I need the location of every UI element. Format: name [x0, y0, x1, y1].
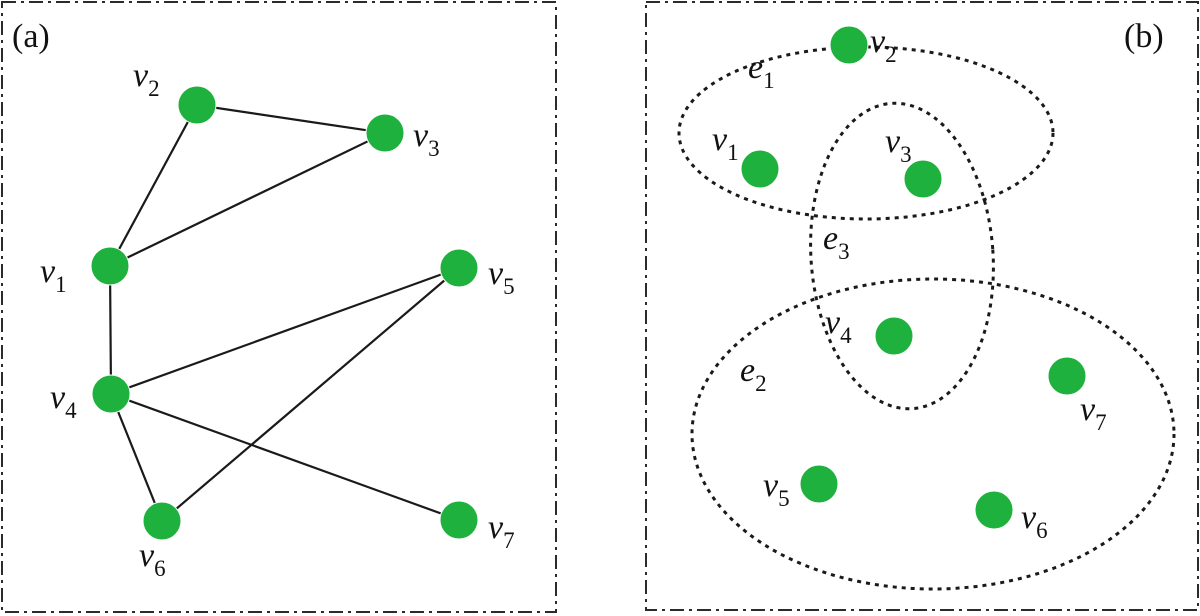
- vertex-v3-a: [365, 113, 405, 153]
- panel-a-tag: (a): [12, 18, 50, 55]
- vertex-v7-b: [1047, 356, 1087, 396]
- vertex-v4-b: [874, 316, 914, 356]
- vertex-label-v7-a: v7: [488, 509, 515, 553]
- panel-a-edges: [108, 103, 460, 522]
- vertex-label-v4-a: v4: [50, 379, 77, 423]
- panel-b-tag: (b): [1124, 18, 1164, 55]
- vertex-v1-b: [740, 149, 780, 189]
- panel-b-labels: v1 v2 v3 v4 v5 v6 v7 e1 e2 e3: [712, 23, 1107, 543]
- panel-a-labels: v1 v2 v3 v4 v5 v6 v7: [40, 57, 515, 581]
- vertex-label-v1-b: v1: [712, 121, 739, 165]
- hyperedge-label-e1: e1: [748, 49, 775, 93]
- vertex-label-v5-b: v5: [763, 467, 790, 511]
- edge-v2-v3: [196, 103, 386, 135]
- vertex-v7-a: [439, 500, 479, 540]
- edge-v6-v5: [161, 267, 460, 522]
- edge-v4-v6: [109, 393, 164, 522]
- edge-v2-v1: [109, 104, 198, 267]
- hyperedge-label-e2: e2: [740, 352, 767, 396]
- vertex-v5-b: [799, 464, 839, 504]
- panel-b-vertices: [740, 25, 1087, 530]
- vertex-label-v5-a: v5: [488, 255, 515, 299]
- vertex-v6-b: [974, 490, 1014, 530]
- vertex-label-v3-b: v3: [885, 123, 912, 167]
- edge-v1-v3: [109, 132, 386, 267]
- hyperedge-label-e3: e3: [823, 220, 850, 264]
- vertex-v5-a: [439, 248, 479, 288]
- vertex-label-v3-a: v3: [413, 117, 440, 161]
- hyperedge-e3: [809, 101, 995, 411]
- edge-v1-v4: [108, 265, 113, 395]
- vertex-v1-a: [90, 246, 130, 286]
- hyperedge-e1: [677, 45, 1055, 221]
- vertex-label-v6-a: v6: [139, 537, 166, 581]
- vertex-v4-a: [91, 374, 131, 414]
- vertex-v2-a: [177, 85, 217, 125]
- panel-a: (a) v1 v2 v3 v4 v5 v6 v7: [1, 1, 557, 613]
- vertex-label-v6-b: v6: [1021, 499, 1048, 543]
- edge-v4-v7: [110, 392, 460, 522]
- panel-b: (b) v1 v2 v3 v4 v5 v6 v7 e1 e2 e3: [645, 1, 1199, 611]
- vertex-label-v2-a: v2: [133, 57, 160, 101]
- vertex-label-v7-b: v7: [1080, 391, 1107, 435]
- vertex-v2-b: [829, 25, 869, 65]
- vertex-v3-b: [903, 159, 943, 199]
- vertex-label-v4-b: v4: [825, 304, 852, 348]
- vertex-label-v1-a: v1: [40, 253, 67, 297]
- panel-b-hyperedges: [677, 45, 1176, 591]
- panel-a-vertices: [90, 85, 479, 541]
- hyperedge-e2: [690, 277, 1176, 591]
- edge-v4-v5: [110, 266, 460, 396]
- panel-a-frame: [1, 1, 557, 613]
- vertex-v6-a: [142, 501, 182, 541]
- panel-b-frame: [645, 1, 1199, 611]
- vertex-label-v2-b: v2: [870, 23, 897, 67]
